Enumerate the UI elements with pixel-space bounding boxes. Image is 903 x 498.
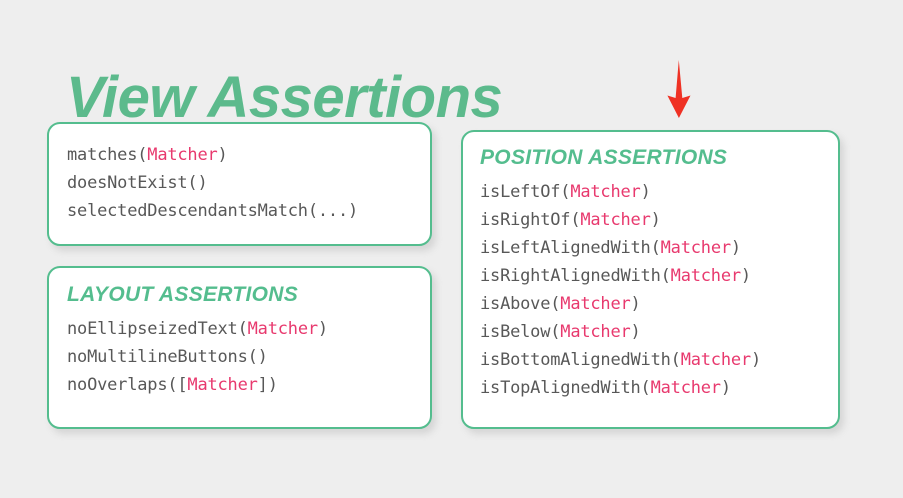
code-line-name: matches( [67, 145, 148, 165]
code-line-argument: Matcher [560, 322, 631, 342]
code-line-argument: Matcher [670, 266, 741, 286]
layout-code-list: noEllipseizedText(Matcher)noMultilineBut… [67, 315, 412, 399]
code-line-name: isLeftAlignedWith( [480, 238, 661, 258]
code-line-argument: Matcher [580, 210, 651, 230]
code-line-name: isAbove( [480, 294, 561, 314]
code-line: matches(Matcher) [67, 141, 412, 169]
code-line: noOverlaps([Matcher]) [67, 371, 412, 399]
code-line-argument: Matcher [660, 238, 731, 258]
code-line-argument: Matcher [247, 319, 318, 339]
layout-assertions-heading: LAYOUT ASSERTIONS [67, 283, 299, 306]
code-line-argument: Matcher [650, 378, 721, 398]
code-line-argument: Matcher [560, 294, 631, 314]
code-line-name: isRightOf( [480, 210, 581, 230]
code-line-name: isRightAlignedWith( [480, 266, 671, 286]
code-line-name: noOverlaps([ [67, 375, 188, 395]
code-line-argument: Matcher [570, 182, 641, 202]
arrow-down-icon [662, 58, 696, 120]
code-line: isTopAlignedWith(Matcher) [480, 374, 820, 402]
code-line-suffix: ) [750, 350, 761, 370]
code-line: selectedDescendantsMatch(...) [67, 197, 412, 225]
position-code-list: isLeftOf(Matcher)isRightOf(Matcher)isLef… [480, 178, 820, 402]
card-layout-assertions: LAYOUT ASSERTIONS noEllipseizedText(Matc… [47, 266, 432, 429]
card-view-matchers: matches(Matcher) doesNotExist() selectedDe… [47, 122, 432, 246]
code-line-name: doesNotExist() [67, 173, 208, 193]
page-title: View Assertions [66, 64, 503, 130]
code-line-name: isBelow( [480, 322, 561, 342]
code-line-suffix: ) [730, 238, 741, 258]
code-line-name: selectedDescendantsMatch(...) [67, 201, 359, 221]
code-line-name: isBottomAlignedWith( [480, 350, 681, 370]
code-line-suffix: ) [740, 266, 751, 286]
matchers-code-list: matches(Matcher) doesNotExist() selectedDe… [67, 141, 412, 225]
code-line-suffix: ) [630, 322, 641, 342]
code-line-suffix: ) [640, 182, 651, 202]
code-line-argument: Matcher [147, 145, 218, 165]
code-line: doesNotExist() [67, 169, 412, 197]
code-line-suffix: ) [630, 294, 641, 314]
card-layout-body: LAYOUT ASSERTIONS noEllipseizedText(Matc… [49, 268, 430, 409]
code-line: isBottomAlignedWith(Matcher) [480, 346, 820, 374]
code-line-name: noMultilineButtons() [67, 347, 268, 367]
code-line-name: isTopAlignedWith( [480, 378, 651, 398]
code-line: noMultilineButtons() [67, 343, 412, 371]
card-matchers-body: matches(Matcher) doesNotExist() selectedDe… [49, 124, 430, 235]
code-line-suffix: ) [650, 210, 661, 230]
code-line-name: noEllipseizedText( [67, 319, 248, 339]
card-position-body: POSITION ASSERTIONS isLeftOf(Matcher)isR… [463, 132, 838, 412]
code-line-suffix: ) [217, 145, 228, 165]
code-line: isLeftAlignedWith(Matcher) [480, 234, 820, 262]
code-line: noEllipseizedText(Matcher) [67, 315, 412, 343]
code-line-name: isLeftOf( [480, 182, 571, 202]
code-line-suffix: ) [720, 378, 731, 398]
code-line: isLeftOf(Matcher) [480, 178, 820, 206]
code-line-suffix: ) [317, 319, 328, 339]
code-line-argument: Matcher [187, 375, 258, 395]
position-assertions-heading: POSITION ASSERTIONS [480, 146, 728, 169]
card-position-assertions: POSITION ASSERTIONS isLeftOf(Matcher)isR… [461, 130, 840, 429]
code-line-suffix: ]) [257, 375, 278, 395]
code-line: isAbove(Matcher) [480, 290, 820, 318]
code-line-argument: Matcher [680, 350, 751, 370]
code-line: isRightAlignedWith(Matcher) [480, 262, 820, 290]
code-line: isBelow(Matcher) [480, 318, 820, 346]
code-line: isRightOf(Matcher) [480, 206, 820, 234]
